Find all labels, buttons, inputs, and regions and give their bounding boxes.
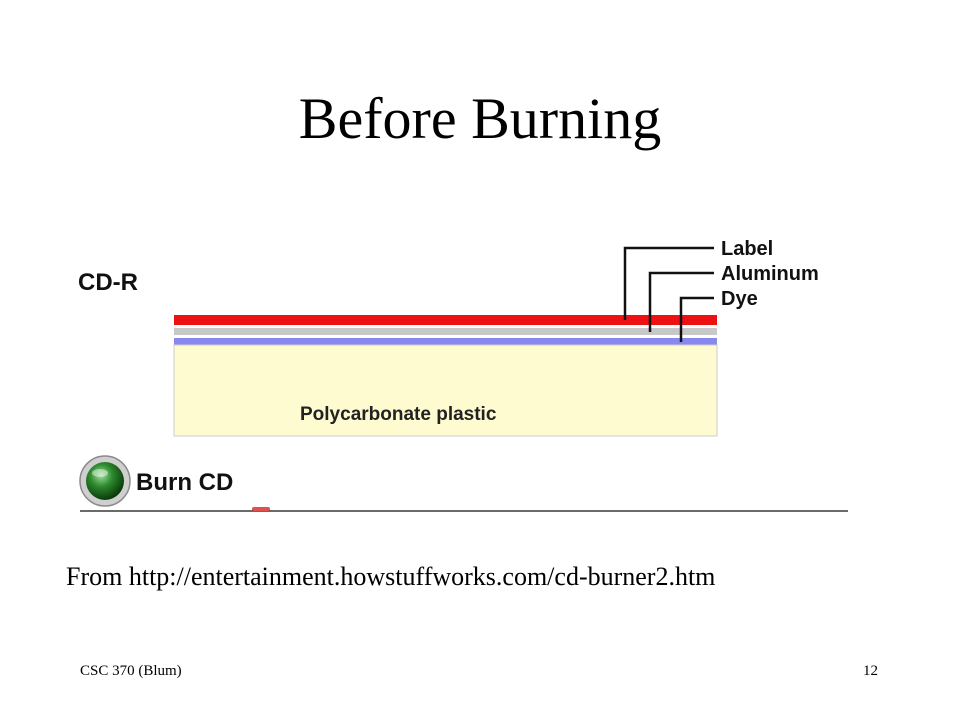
layer-gap-2 [174, 335, 717, 338]
slide-title: Before Burning [298, 86, 662, 151]
footer-page-number: 12 [863, 663, 878, 679]
aluminum-leader-line [648, 271, 714, 332]
dye-layer [174, 338, 717, 345]
layer-label-label: Label [721, 238, 773, 260]
dye-leader-line [679, 296, 714, 342]
burn-cd-label: Burn CD [136, 469, 233, 496]
burn-cd-button[interactable]: Burn CD [79, 455, 233, 507]
cd-layer-diagram: CD-R Polycarbonate plastic Label Aluminu… [78, 228, 850, 518]
footer-course: CSC 370 (Blum) [80, 663, 182, 679]
burn-button-icon [86, 462, 124, 500]
layer-label-dye: Dye [721, 288, 758, 310]
source-citation: From http://entertainment.howstuffworks.… [66, 562, 716, 591]
label-leader-line [623, 246, 714, 320]
partial-red-marker [252, 507, 270, 511]
polycarbonate-layer [173, 344, 718, 437]
aluminum-layer [174, 328, 717, 335]
layer-gap [174, 325, 717, 328]
cd-layer-svg: CD-R Polycarbonate plastic Label Aluminu… [78, 238, 848, 512]
layer-label-aluminum: Aluminum [721, 263, 819, 285]
disc-type-label: CD-R [78, 269, 138, 296]
burn-button-highlight [92, 469, 108, 477]
label-layer [174, 315, 717, 325]
polycarbonate-label: Polycarbonate plastic [300, 404, 497, 425]
